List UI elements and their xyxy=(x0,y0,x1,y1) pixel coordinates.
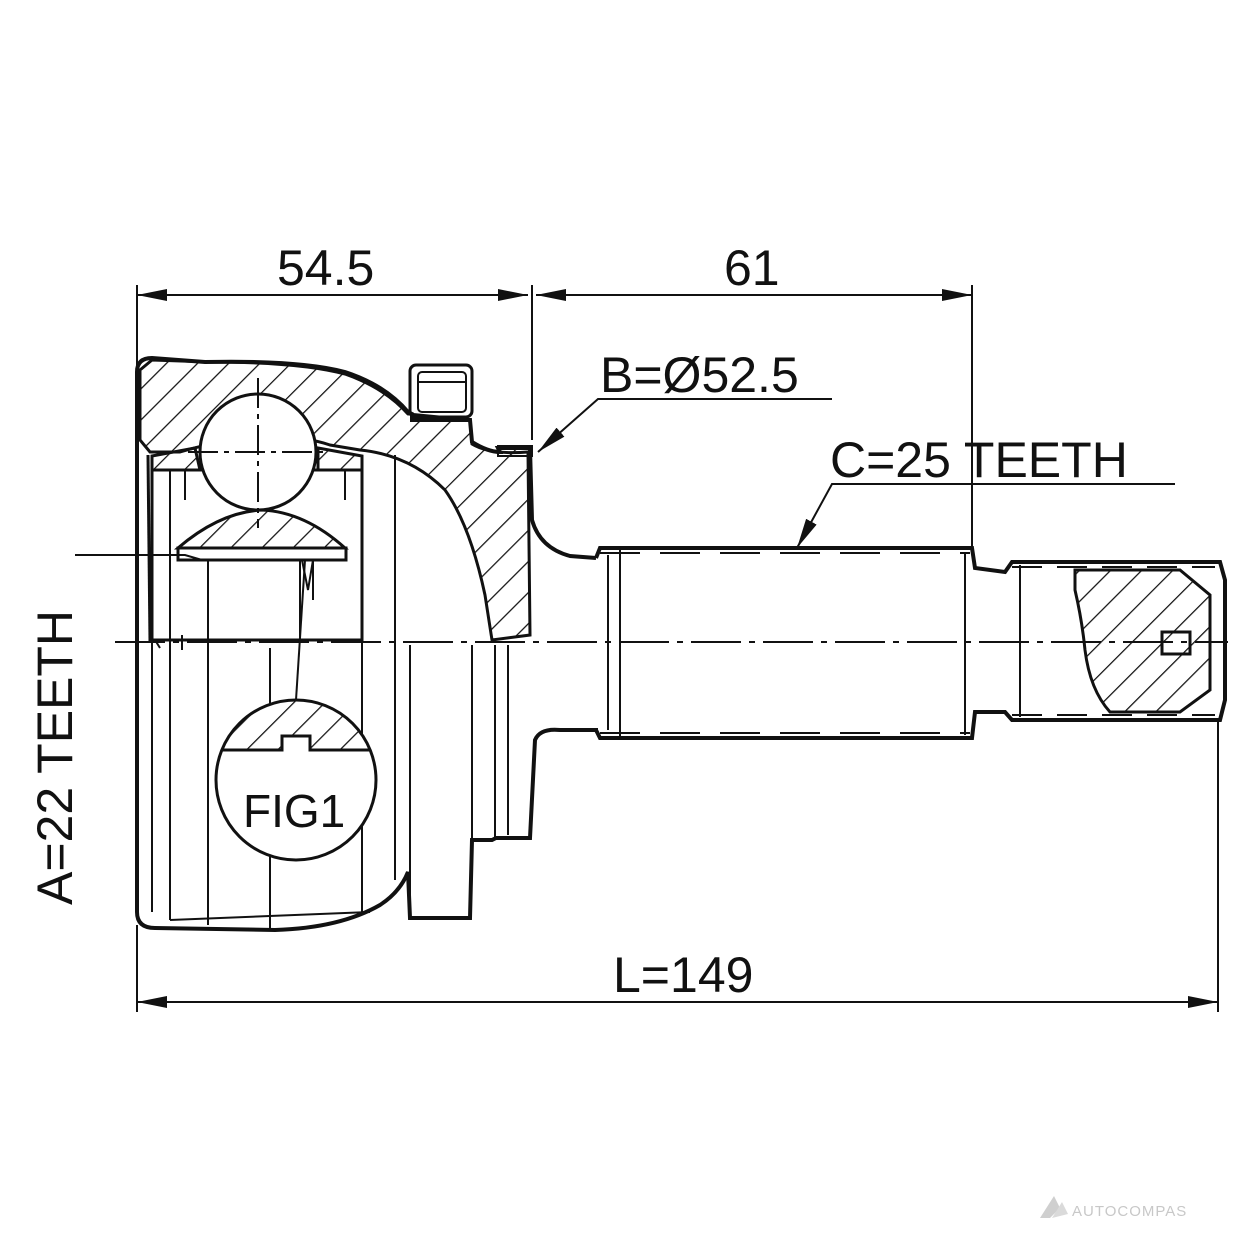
fig1-detail: FIG1 xyxy=(214,559,378,862)
dim-inner-teeth: A=22 TEETH xyxy=(27,610,83,905)
outer-housing xyxy=(135,355,597,642)
autocompas-logo-icon xyxy=(1040,1196,1068,1218)
watermark: AUTOCOMPAS xyxy=(1040,1196,1187,1220)
dim-boot-diameter: B=Ø52.5 xyxy=(600,347,799,403)
outer-body-lower xyxy=(135,372,598,933)
inner-race xyxy=(150,446,364,642)
ball xyxy=(188,378,328,528)
dim-total-length: L=149 xyxy=(613,947,753,1003)
dim-shaft-length: 61 xyxy=(724,240,780,296)
dim-shaft-teeth: C=25 TEETH xyxy=(830,432,1128,488)
fig1-label: FIG1 xyxy=(243,785,345,837)
shaft xyxy=(594,546,1227,740)
dim-outer-length: 54.5 xyxy=(277,240,374,296)
dimension-lines xyxy=(75,285,1219,1012)
watermark-text: AUTOCOMPAS xyxy=(1072,1203,1187,1220)
